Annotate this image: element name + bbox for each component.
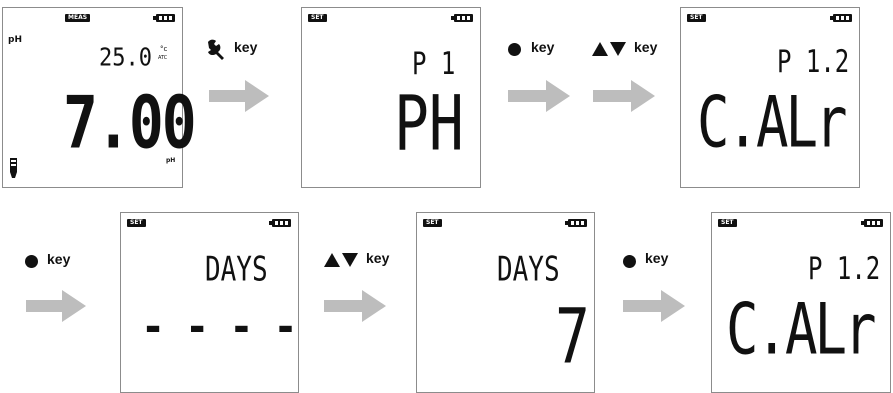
mode-tag: SET	[423, 219, 442, 227]
mode-tag: SET	[308, 14, 327, 22]
arrow-right-icon	[26, 290, 86, 322]
dot-icon	[508, 43, 521, 56]
arrow-right-icon	[593, 80, 655, 112]
parameter-code: DAYS	[497, 250, 560, 290]
arrow-right-icon	[623, 290, 685, 322]
temperature-unit: °c	[160, 45, 168, 53]
battery-icon	[830, 14, 852, 22]
ph-value-display: 7.00	[63, 79, 197, 165]
step-4-key-label: key	[47, 251, 71, 267]
main-segment-display: PH	[394, 79, 464, 168]
lcd-screen-p12-calr-final: SET P 1.2 C.ALr	[711, 212, 891, 393]
battery-icon	[565, 219, 587, 227]
electrode-icon	[10, 158, 17, 178]
step-6-key-label: key	[645, 250, 669, 266]
mode-tag: SET	[687, 14, 706, 22]
parameter-label: pH	[8, 35, 22, 45]
arrow-right-icon	[324, 290, 386, 322]
up-down-triangles-icon	[592, 42, 626, 56]
dot-icon	[623, 255, 636, 268]
wrench-icon	[208, 39, 224, 60]
lcd-screen-days-7: SET DAYS 7	[416, 212, 595, 393]
parameter-code: P 1.2	[808, 250, 881, 287]
temperature-readout: 25.0	[99, 43, 152, 73]
lcd-screen-days-empty: SET DAYS - - - -	[120, 212, 299, 393]
dot-icon	[25, 255, 38, 268]
battery-icon	[269, 219, 291, 227]
mode-tag: SET	[718, 219, 737, 227]
parameter-code: P 1.2	[777, 43, 850, 80]
arrow-right-icon	[209, 80, 269, 112]
parameter-code: P 1	[412, 45, 456, 82]
mode-tag: MEAS	[65, 14, 91, 22]
battery-icon	[153, 14, 175, 22]
main-segment-display: 7	[555, 292, 590, 381]
battery-icon	[451, 14, 473, 22]
step-3-key-label: key	[634, 39, 658, 55]
main-segment-display: C.ALr	[697, 81, 848, 164]
mode-tag: SET	[127, 219, 146, 227]
battery-icon	[861, 219, 883, 227]
main-segment-display: - - - -	[141, 301, 298, 353]
arrow-right-icon	[508, 80, 570, 112]
lcd-screen-p12-calr: SET P 1.2 C.ALr	[680, 7, 860, 188]
lcd-screen-p1-ph: SET P 1 PH	[301, 7, 481, 188]
lcd-screen-measurement: MEAS pH 25.0 °c ATC 7.00 pH	[2, 7, 197, 188]
step-2-key-label: key	[531, 39, 555, 55]
parameter-code: DAYS	[205, 250, 268, 290]
up-down-triangles-icon	[324, 253, 358, 267]
step-5-key-label: key	[366, 250, 390, 266]
main-segment-display: C.ALr	[726, 288, 877, 371]
step-1-key-label: key	[234, 39, 258, 55]
footer-unit-label: pH	[166, 157, 176, 164]
atc-indicator: ATC	[158, 55, 168, 61]
